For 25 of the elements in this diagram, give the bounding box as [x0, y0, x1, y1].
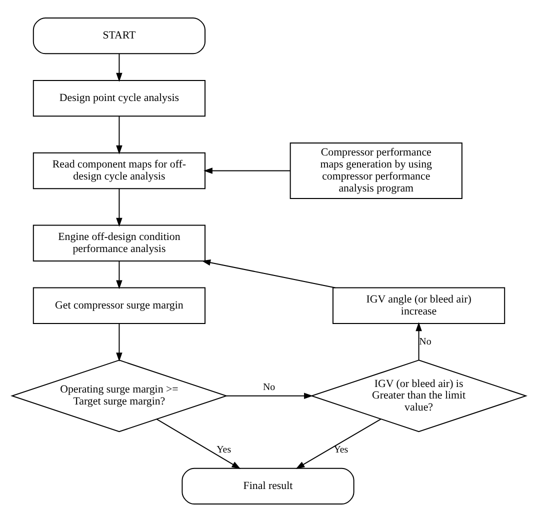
arrow: [202, 258, 336, 288]
node-box: IGV angle (or bleed air) increase: [332, 286, 506, 324]
node-box: Engine off-design condition performance analysis: [32, 224, 206, 261]
node-diamond: IGV (or bleed air) is Greater than the limit value?: [310, 359, 528, 432]
arrow: [116, 53, 122, 82]
arrow: [296, 418, 382, 468]
node-box: Read component maps for off-design cycle analysis: [32, 152, 206, 189]
node-box: START: [32, 16, 206, 54]
node-box: Compressor performance maps generation by using compressor performance analysis program: [290, 142, 462, 198]
arrow: [416, 322, 422, 360]
arrow: [204, 167, 291, 174]
node-box: Final result: [182, 467, 354, 504]
node-diamond: Operating surge margin >= Target surge margin?: [10, 359, 228, 432]
edge-label: Yes: [216, 444, 232, 455]
arrow: [116, 188, 122, 226]
edge-label: Yes: [334, 444, 348, 455]
arrow: [116, 322, 122, 362]
arrow: [116, 115, 122, 154]
edge-label: No: [262, 381, 276, 392]
node-box: Design point cycle analysis: [32, 79, 206, 116]
arrow: [116, 260, 122, 289]
arrow: [156, 418, 241, 468]
edge-label: No: [419, 336, 432, 347]
node-box: Get compressor surge margin: [32, 286, 206, 324]
arrow: [226, 392, 313, 399]
